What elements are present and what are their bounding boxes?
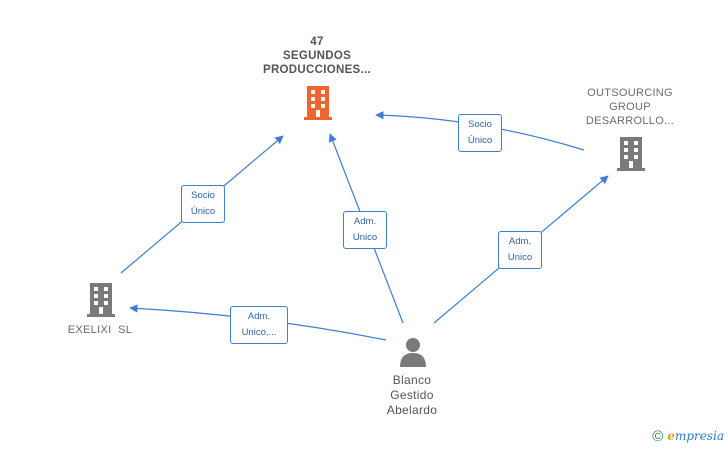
outsourcing-label[interactable]: OUTSOURCING GROUP DESARROLLO... <box>570 86 690 128</box>
person-line-1: Blanco <box>392 373 432 387</box>
edge-label-line: Unico,... <box>241 327 277 338</box>
edge-label-exelixi-main[interactable]: Socio Único <box>181 185 225 223</box>
person-line-3: Abelardo <box>386 403 438 417</box>
outsourcing-line-2: GROUP <box>609 101 651 113</box>
footer-brand: © empresia <box>652 426 724 446</box>
exelixi-label[interactable]: EXELIXI SL <box>48 323 152 337</box>
building-icon-main[interactable] <box>303 86 333 120</box>
edge-label-line: Adm. <box>247 311 271 322</box>
copyright-symbol: © <box>652 427 664 445</box>
person-line-2: Gestido <box>390 388 434 402</box>
edge-label-line: Unico <box>507 252 533 263</box>
person-icon[interactable] <box>399 337 427 367</box>
edge-label-line: Socio <box>468 119 492 130</box>
outsourcing-line-1: OUTSOURCING <box>587 87 673 99</box>
building-icon-exelixi[interactable] <box>86 283 116 317</box>
main-company-line-1: 47 <box>310 36 324 48</box>
edge-label-line: Socio <box>191 190 215 201</box>
edge-label-person-main[interactable]: Adm. Unico <box>343 211 387 249</box>
edge-label-outsourcing-main[interactable]: Socio Único <box>458 114 502 152</box>
edge-label-person-outsourcing[interactable]: Adm. Unico <box>498 231 542 269</box>
person-label[interactable]: Blanco Gestido Abelardo <box>362 373 462 418</box>
edge-label-line: Único <box>467 135 493 146</box>
main-company-line-2: SEGUNDOS <box>282 50 352 62</box>
brand-e: e <box>667 429 675 443</box>
outsourcing-line-3: DESARROLLO... <box>585 115 675 127</box>
main-company-label[interactable]: 47 SEGUNDOS PRODUCCIONES... <box>250 35 384 77</box>
edge-label-line: Único <box>190 206 216 217</box>
main-company-line-3: PRODUCCIONES... <box>262 64 371 76</box>
exelixi-line-1: EXELIXI SL <box>67 324 133 336</box>
brand-logo[interactable]: empresia <box>667 429 724 443</box>
edge-label-line: Unico <box>352 232 378 243</box>
building-icon-outsourcing[interactable] <box>616 137 646 171</box>
edge-label-person-exelixi[interactable]: Adm. Unico,... <box>230 306 288 344</box>
brand-rest: mpresia <box>674 429 724 443</box>
edge-label-line: Adm. <box>353 216 377 227</box>
edge-label-line: Adm. <box>508 236 532 247</box>
